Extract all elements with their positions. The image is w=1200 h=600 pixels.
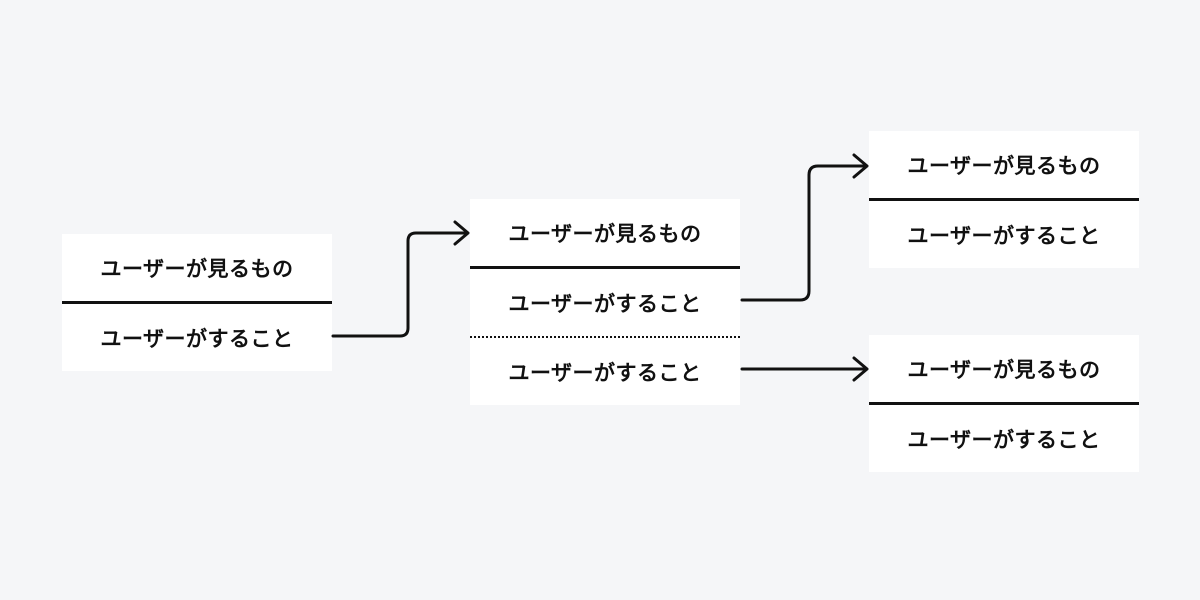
screen-card-bottom-right: ユーザーが見るもの ユーザーがすること [869,335,1139,472]
user-sees-label: ユーザーが見るもの [508,221,702,246]
arrowhead-middle-to-top-right [852,153,869,179]
user-does-label-2: ユーザーがすること [508,360,702,385]
user-sees-label: ユーザーが見るもの [907,357,1101,382]
screen-card-top-right: ユーザーが見るもの ユーザーがすること [869,131,1139,268]
arrow-left-to-middle [331,231,469,338]
user-does-label: ユーザーがすること [907,223,1101,248]
user-does-label: ユーザーがすること [907,427,1101,452]
arrowhead-left-to-middle [453,220,470,246]
card-divider [62,301,332,304]
user-does-label: ユーザーがすること [100,326,294,351]
user-sees-label: ユーザーが見るもの [907,153,1101,178]
card-divider [869,198,1139,201]
card-divider [869,402,1139,405]
card-divider [470,266,740,269]
user-sees-label: ユーザーが見るもの [100,256,294,281]
card-dotted-divider [470,336,740,338]
screen-card-left: ユーザーが見るもの ユーザーがすること [62,234,332,371]
arrow-middle-to-top-right [740,164,868,302]
arrowhead-middle-to-bottom-right [852,356,869,382]
screen-card-middle: ユーザーが見るもの ユーザーがすること ユーザーがすること [470,199,740,405]
user-does-label-1: ユーザーがすること [508,291,702,316]
